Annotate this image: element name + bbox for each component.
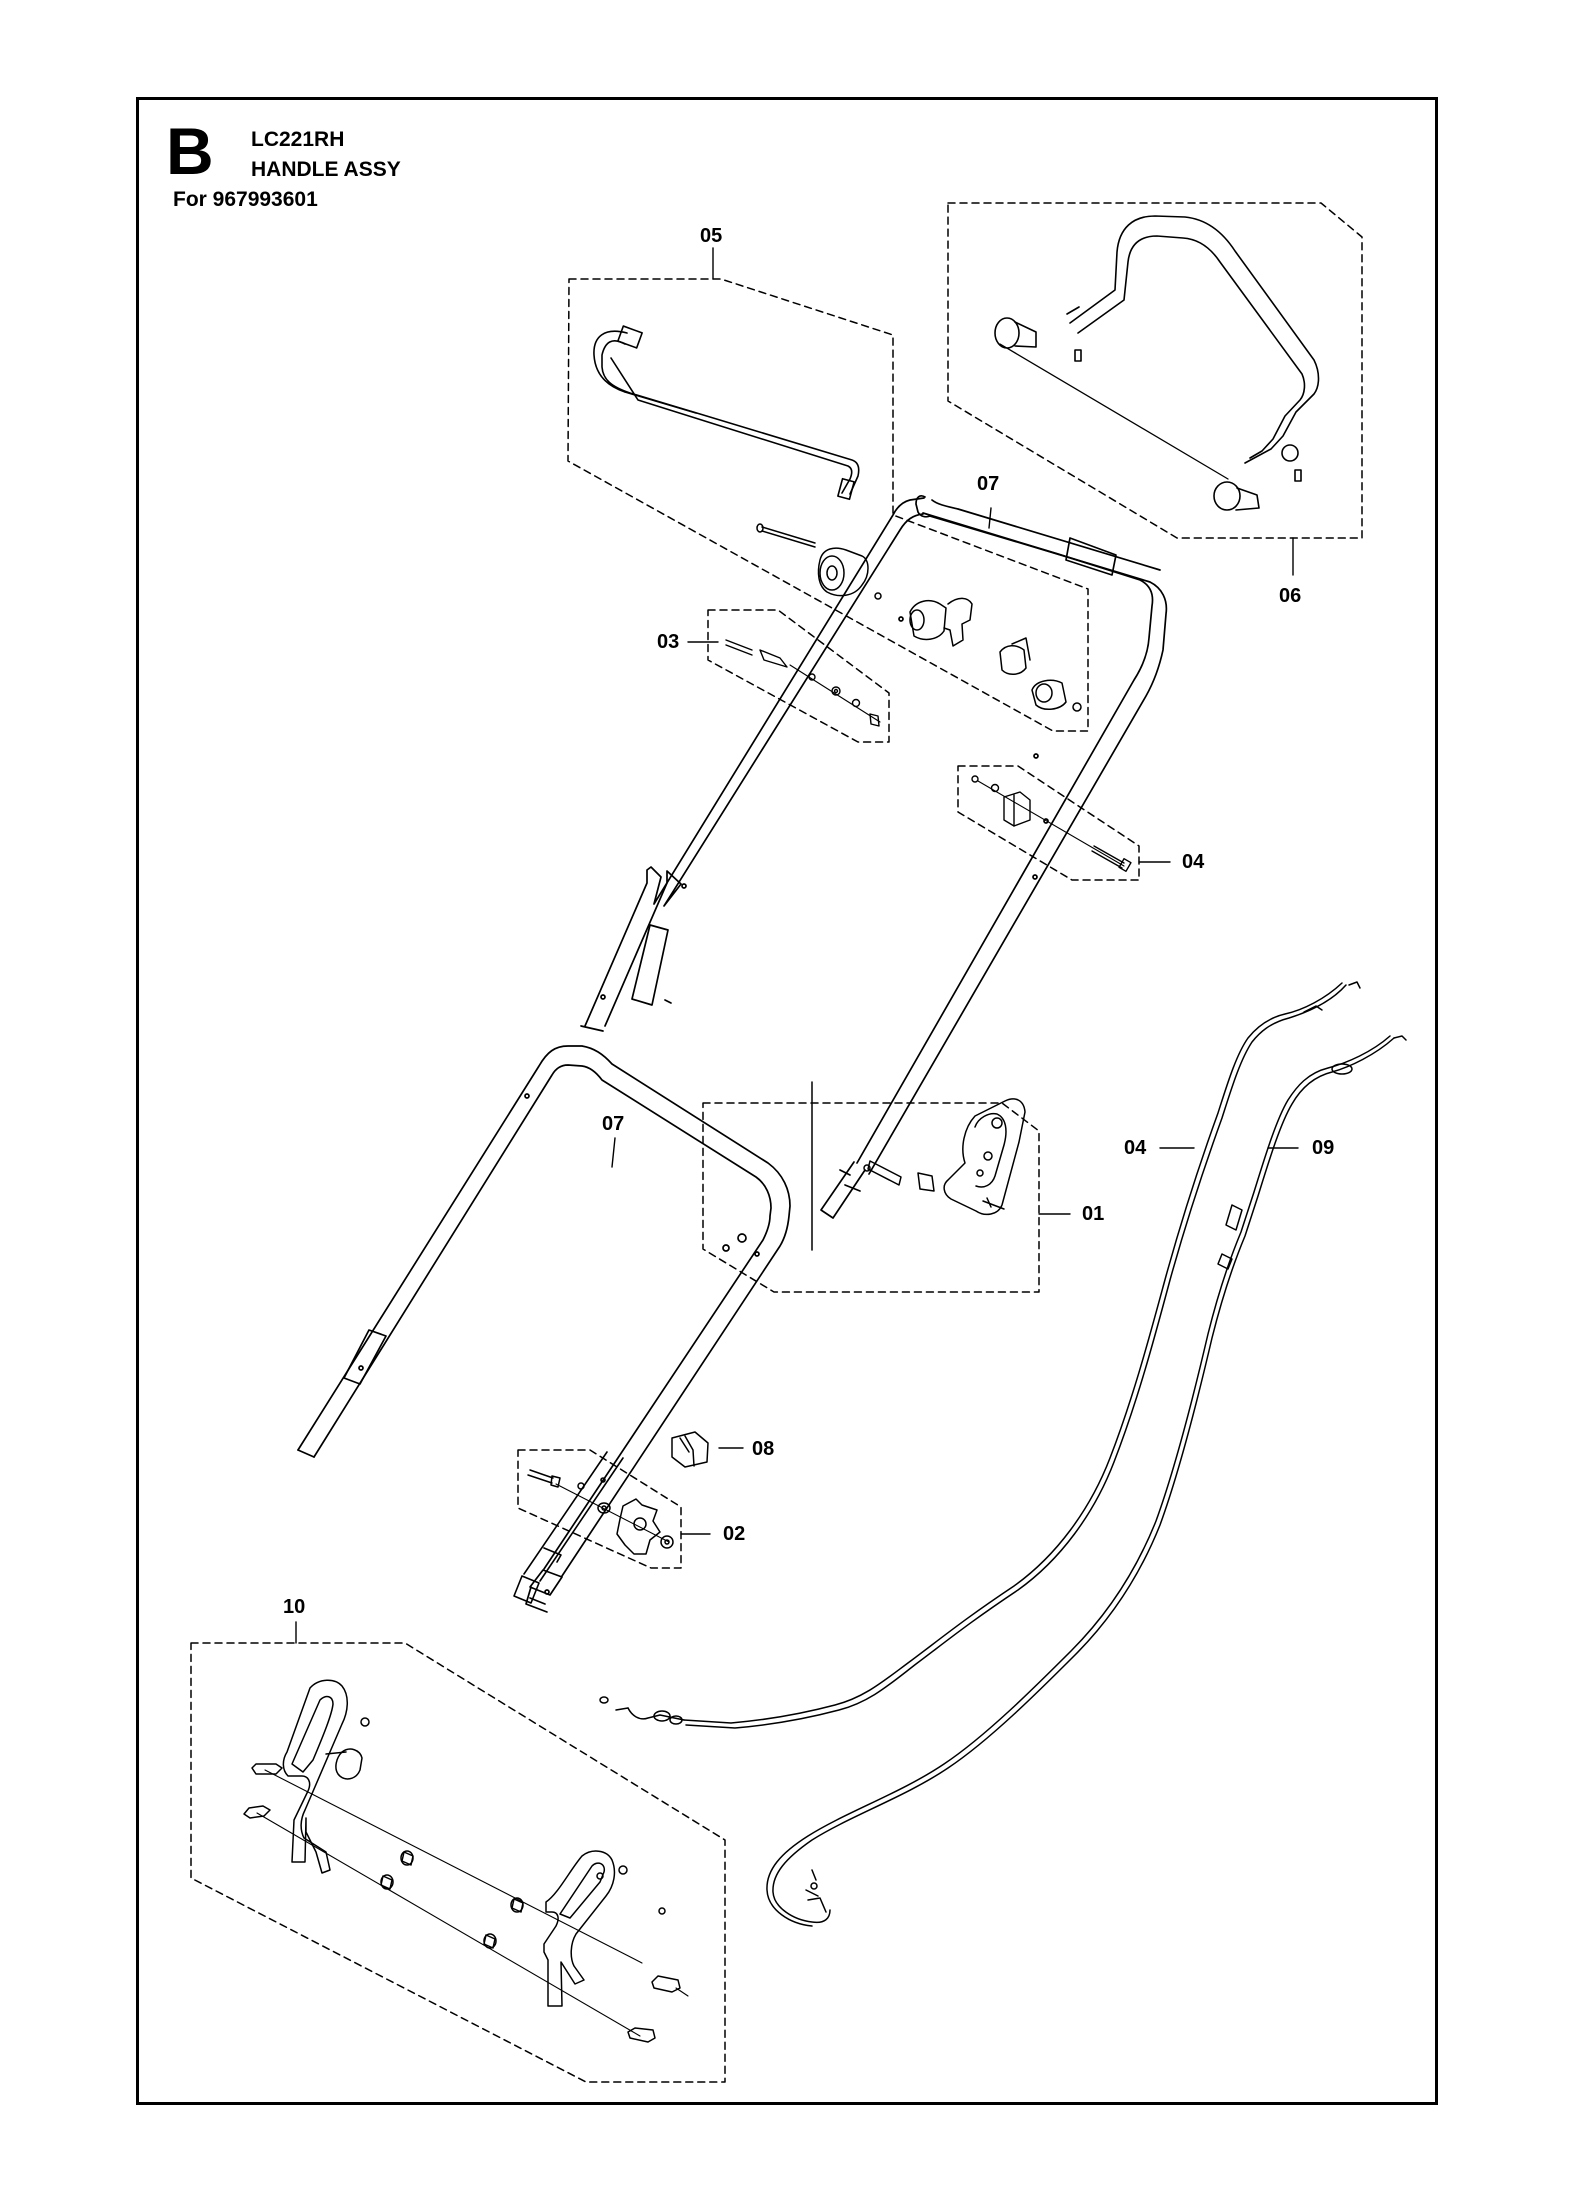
upper-handle-frame [580,495,1168,1219]
knob-set-02 [527,1469,674,1555]
lower-handle-frame [297,1045,791,1613]
callout-09: 09 [1312,1137,1335,1159]
callout-08: 08 [752,1438,775,1460]
bolt-set-03 [725,639,881,727]
part-number-line: For 967993601 [173,188,318,211]
lower-tube [513,1451,624,1604]
upper-bale-bar [593,325,860,501]
group-box-10 [190,1642,726,2083]
callout-10: 10 [283,1596,306,1618]
callout-02: 02 [723,1523,746,1545]
page-frame [136,97,1438,2105]
group-box-04 [957,765,1140,881]
callout-07-lower: 07 [602,1113,625,1135]
group-box-03 [707,609,890,743]
bracket-set-04 [971,775,1132,873]
callout-07-upper: 07 [977,473,1000,495]
group-box-05 [567,278,1089,732]
leader-lines [295,247,1299,1644]
callout-06: 06 [1279,585,1302,607]
latch-lever-01 [811,1081,1026,1251]
group-boxes [190,202,1363,2083]
callout-05: 05 [700,225,723,247]
cable-clip-08 [671,1431,709,1468]
control-cables [599,981,1407,1927]
knob-hardware-05 [756,523,1082,712]
assembly-name: HANDLE ASSY [251,158,401,181]
mounting-brackets-10 [243,1679,689,2043]
upper-handle-loop [994,215,1320,511]
group-box-01 [702,1102,1040,1293]
section-letter: B [166,114,214,188]
callout-04-cable: 04 [1124,1137,1147,1159]
callout-04-bracket: 04 [1182,851,1205,873]
group-box-02 [517,1449,682,1569]
callout-01: 01 [1082,1203,1105,1225]
callout-03: 03 [657,631,680,653]
group-box-06 [947,202,1363,539]
model-number: LC221RH [251,128,345,151]
